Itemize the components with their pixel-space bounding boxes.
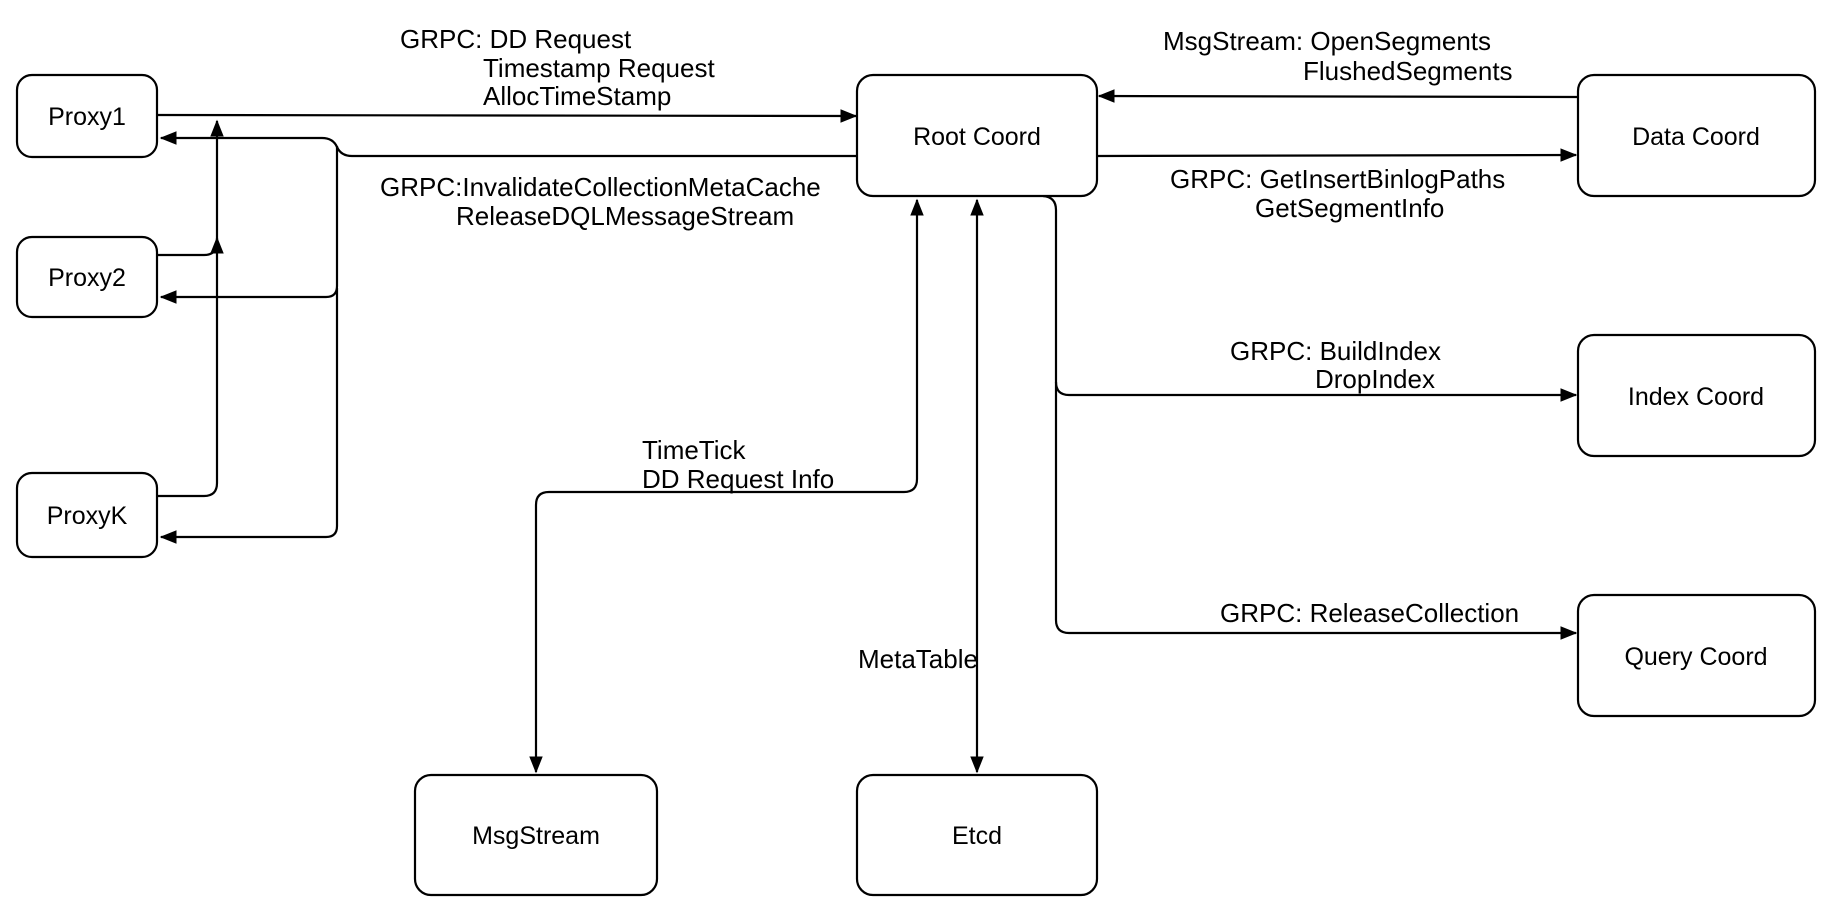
label-data-to-root-line2: FlushedSegments	[1303, 56, 1513, 86]
label-root-to-msgstream-line1: TimeTick	[642, 435, 747, 465]
node-etcd-label: Etcd	[952, 822, 1002, 850]
node-proxy2: Proxy2	[15, 235, 159, 319]
edge-proxyk-merge-up	[157, 119, 224, 498]
edge-rootcoord-to-proxy2	[159, 146, 339, 304]
label-root-to-data-line1: GRPC: GetInsertBinlogPaths	[1170, 164, 1505, 194]
node-proxy1-label: Proxy1	[48, 103, 126, 131]
node-querycoord: Query Coord	[1576, 593, 1817, 718]
label-root-to-index-line1: GRPC: BuildIndex	[1230, 336, 1441, 366]
label-root-to-proxy-line2: ReleaseDQLMessageStream	[456, 201, 794, 231]
label-root-to-msgstream-line2: DD Request Info	[642, 464, 834, 494]
edge-rootcoord-msgstream	[529, 198, 924, 774]
node-msgstream-label: MsgStream	[472, 822, 600, 850]
node-proxy2-label: Proxy2	[48, 264, 126, 292]
edge-rootcoord-to-datacoord	[1096, 148, 1578, 162]
edge-rootcoord-to-proxy1	[159, 131, 857, 158]
label-proxy-to-root-line2: Timestamp Request	[483, 53, 715, 83]
label-root-to-etcd-line1: MetaTable	[858, 644, 978, 674]
nodes: Proxy1 Proxy2 ProxyK Root Coord Data Coo…	[15, 73, 1817, 897]
edge-proxy2-merge-up	[157, 236, 224, 257]
node-proxy1: Proxy1	[15, 73, 159, 159]
node-indexcoord: Index Coord	[1576, 333, 1817, 458]
edge-datacoord-to-rootcoord	[1097, 89, 1579, 103]
node-indexcoord-label: Index Coord	[1628, 383, 1764, 411]
label-root-to-proxy-line1: GRPC:InvalidateCollectionMetaCache	[380, 172, 821, 202]
label-data-to-root-line1: MsgStream: OpenSegments	[1163, 26, 1491, 56]
edge-proxies-to-rootcoord	[156, 109, 858, 123]
node-datacoord: Data Coord	[1576, 73, 1817, 198]
node-rootcoord: Root Coord	[855, 73, 1099, 198]
edges	[156, 89, 1579, 774]
label-root-to-index-line2: DropIndex	[1315, 364, 1435, 394]
node-etcd: Etcd	[855, 773, 1099, 897]
node-querycoord-label: Query Coord	[1624, 643, 1767, 671]
label-proxy-to-root-line1: GRPC: DD Request	[400, 24, 632, 54]
edge-labels: GRPC: DD Request Timestamp Request Alloc…	[380, 24, 1519, 674]
label-proxy-to-root-line3: AllocTimeStamp	[483, 81, 671, 111]
edge-rootcoord-to-proxyk	[159, 288, 339, 544]
label-root-to-data-line2: GetSegmentInfo	[1255, 193, 1444, 223]
edge-rootcoord-to-querycoord	[1042, 194, 1578, 640]
node-rootcoord-label: Root Coord	[913, 123, 1041, 151]
node-proxyk-label: ProxyK	[47, 502, 128, 530]
label-root-to-query-line1: GRPC: ReleaseCollection	[1220, 598, 1519, 628]
edge-rootcoord-to-indexcoord	[1054, 381, 1578, 402]
node-datacoord-label: Data Coord	[1632, 123, 1760, 151]
node-proxyk: ProxyK	[15, 471, 159, 559]
node-msgstream: MsgStream	[413, 773, 659, 897]
